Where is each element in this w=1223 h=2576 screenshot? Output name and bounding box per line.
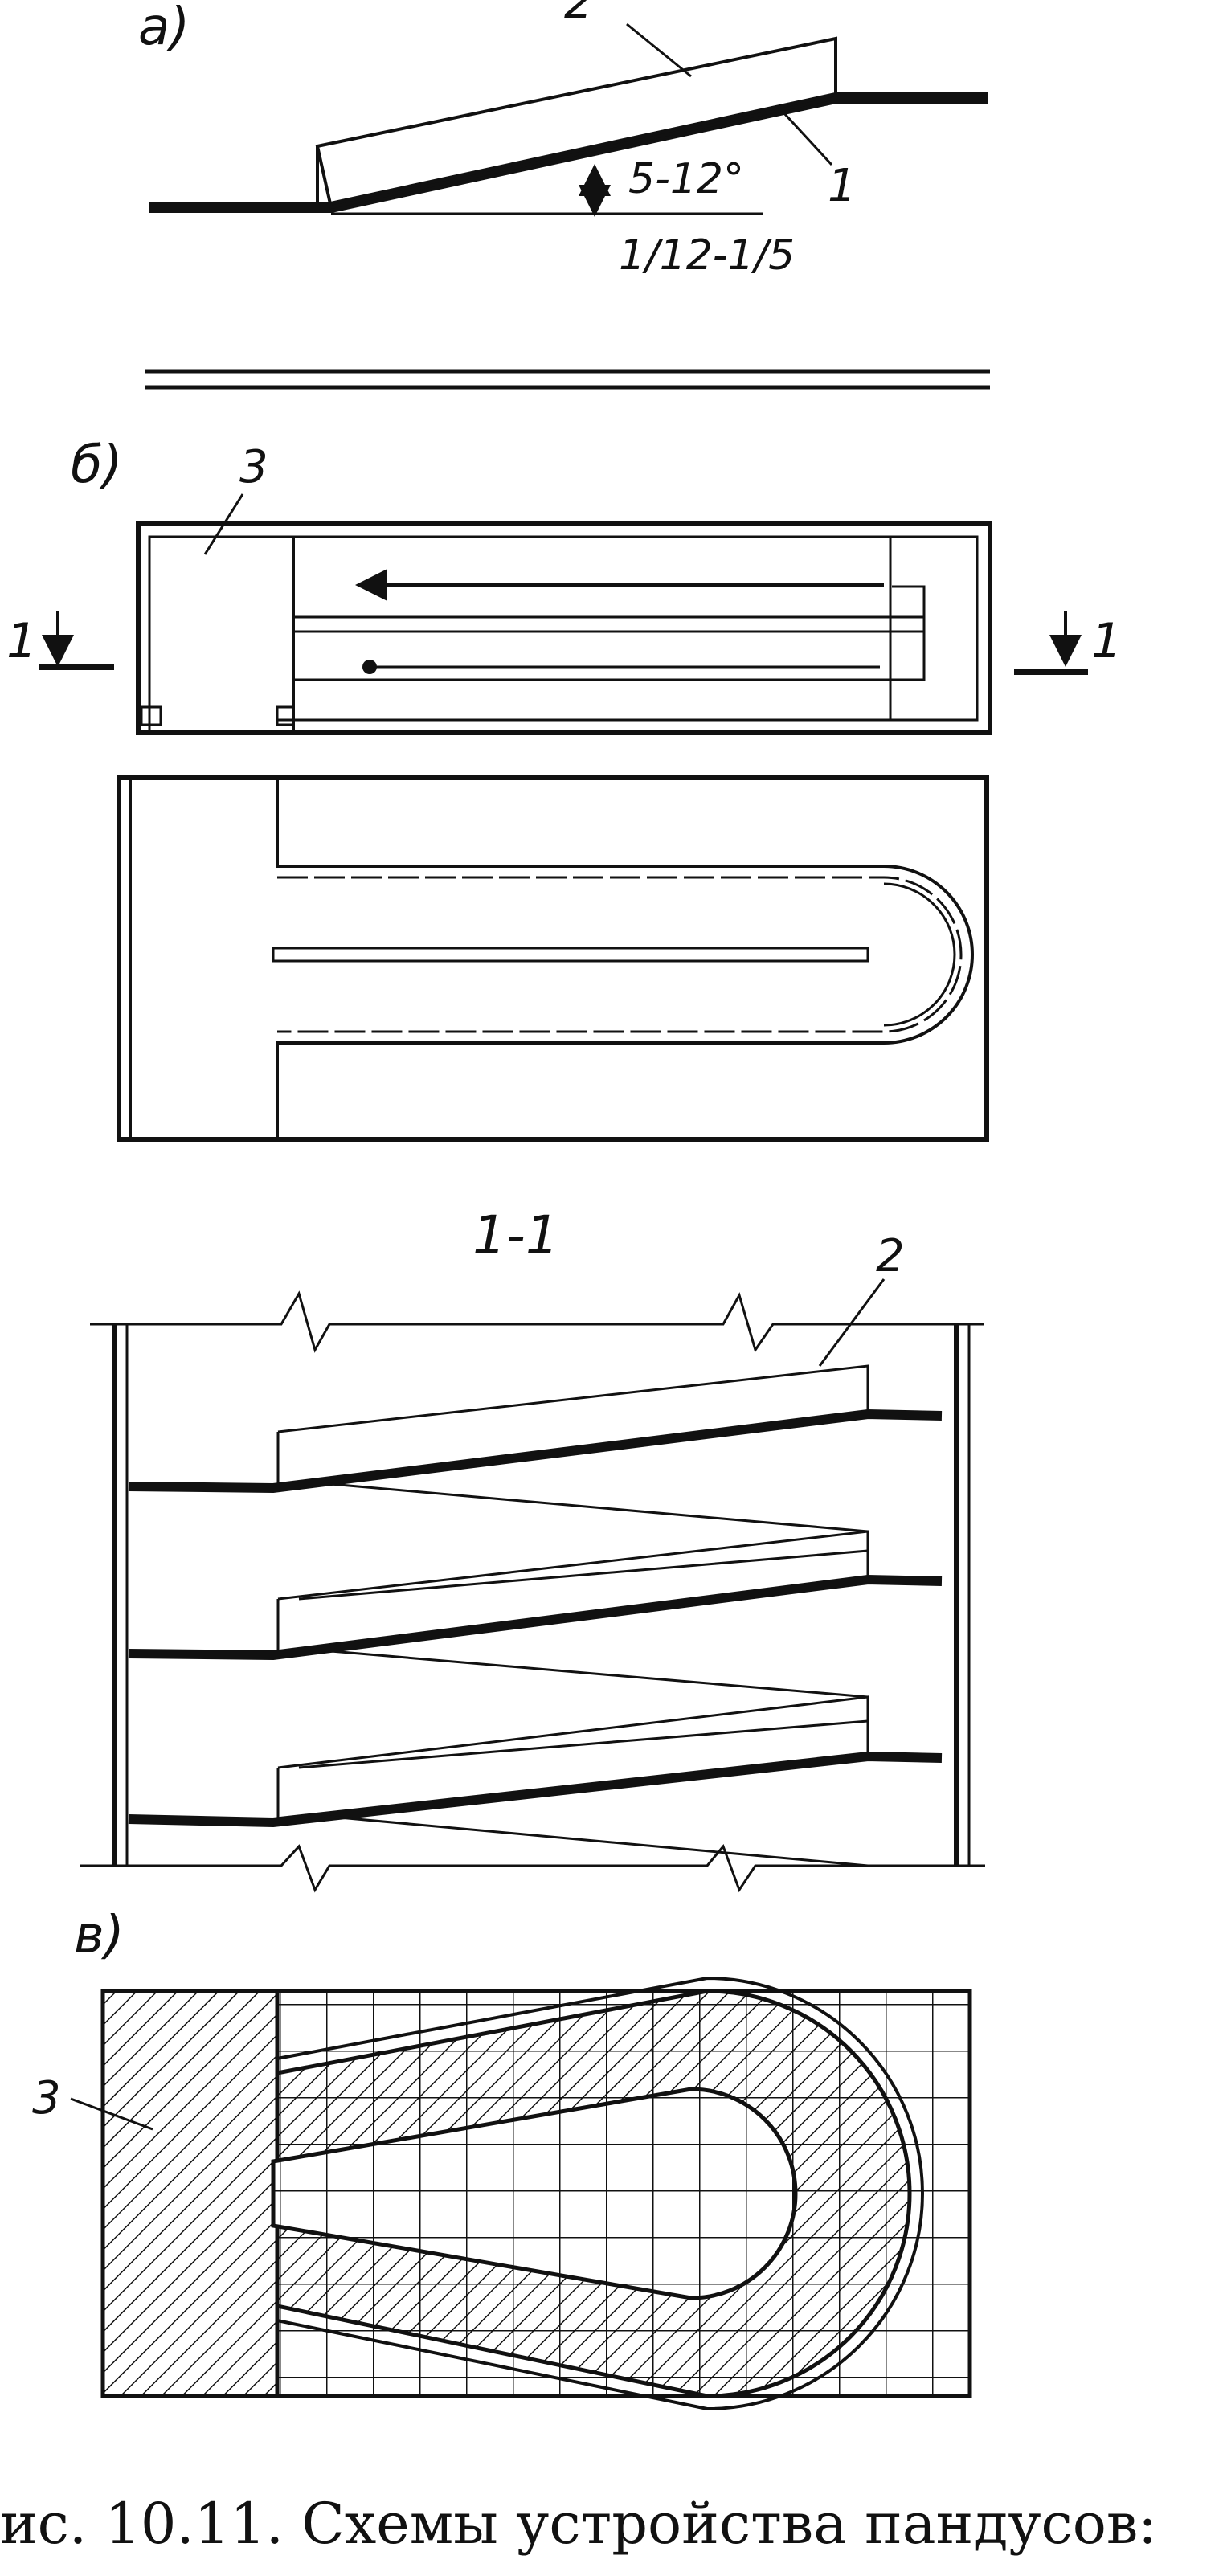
panel-v: в) 3 bbox=[32, 1906, 972, 2411]
plan-central-divider bbox=[272, 947, 869, 963]
label-ramp-slab-1: 1 bbox=[828, 160, 857, 212]
leader-line-2 bbox=[626, 22, 692, 78]
section-1-1-drawing bbox=[80, 1290, 985, 1893]
section-divider bbox=[145, 369, 990, 390]
start-point bbox=[362, 660, 377, 674]
hatched-room-area bbox=[100, 1989, 280, 2398]
cut-label-right: 1 bbox=[1091, 613, 1122, 669]
plan-ramp-loop bbox=[276, 778, 974, 1139]
building-section-outline bbox=[136, 521, 992, 735]
leader-line-1 bbox=[782, 111, 833, 166]
panel-b: б) 3 1 1 1-1 2 bbox=[6, 435, 1122, 1893]
inner-opening-grid bbox=[273, 2089, 796, 2298]
label-ramp-wall-2: 2 bbox=[564, 0, 593, 29]
ground-ramp-profile bbox=[149, 92, 988, 213]
cut-label-left: 1 bbox=[6, 613, 37, 669]
panel-b-letter: б) bbox=[71, 435, 122, 495]
angle-text: 5-12° bbox=[628, 155, 744, 203]
section-title: 1-1 bbox=[472, 1204, 559, 1266]
panel-a-letter: а) bbox=[138, 0, 190, 57]
panel-v-outline bbox=[100, 1989, 972, 2398]
slope-text: 1/12-1/5 bbox=[619, 231, 795, 280]
panel-a: а) 2 1 5-12° 1/12-1/5 bbox=[138, 0, 988, 280]
panel-v-letter: в) bbox=[74, 1906, 125, 1965]
ramp-plan-outline bbox=[117, 775, 989, 1142]
label-room-3: 3 bbox=[239, 441, 268, 493]
figure-caption: ис. 10.11. Схемы устройства пандусов: bbox=[0, 2491, 1157, 2557]
ramp-side-wall bbox=[315, 36, 837, 210]
label-hatched-3: 3 bbox=[32, 2072, 61, 2124]
section-label-ramp-2: 2 bbox=[876, 1230, 905, 1282]
